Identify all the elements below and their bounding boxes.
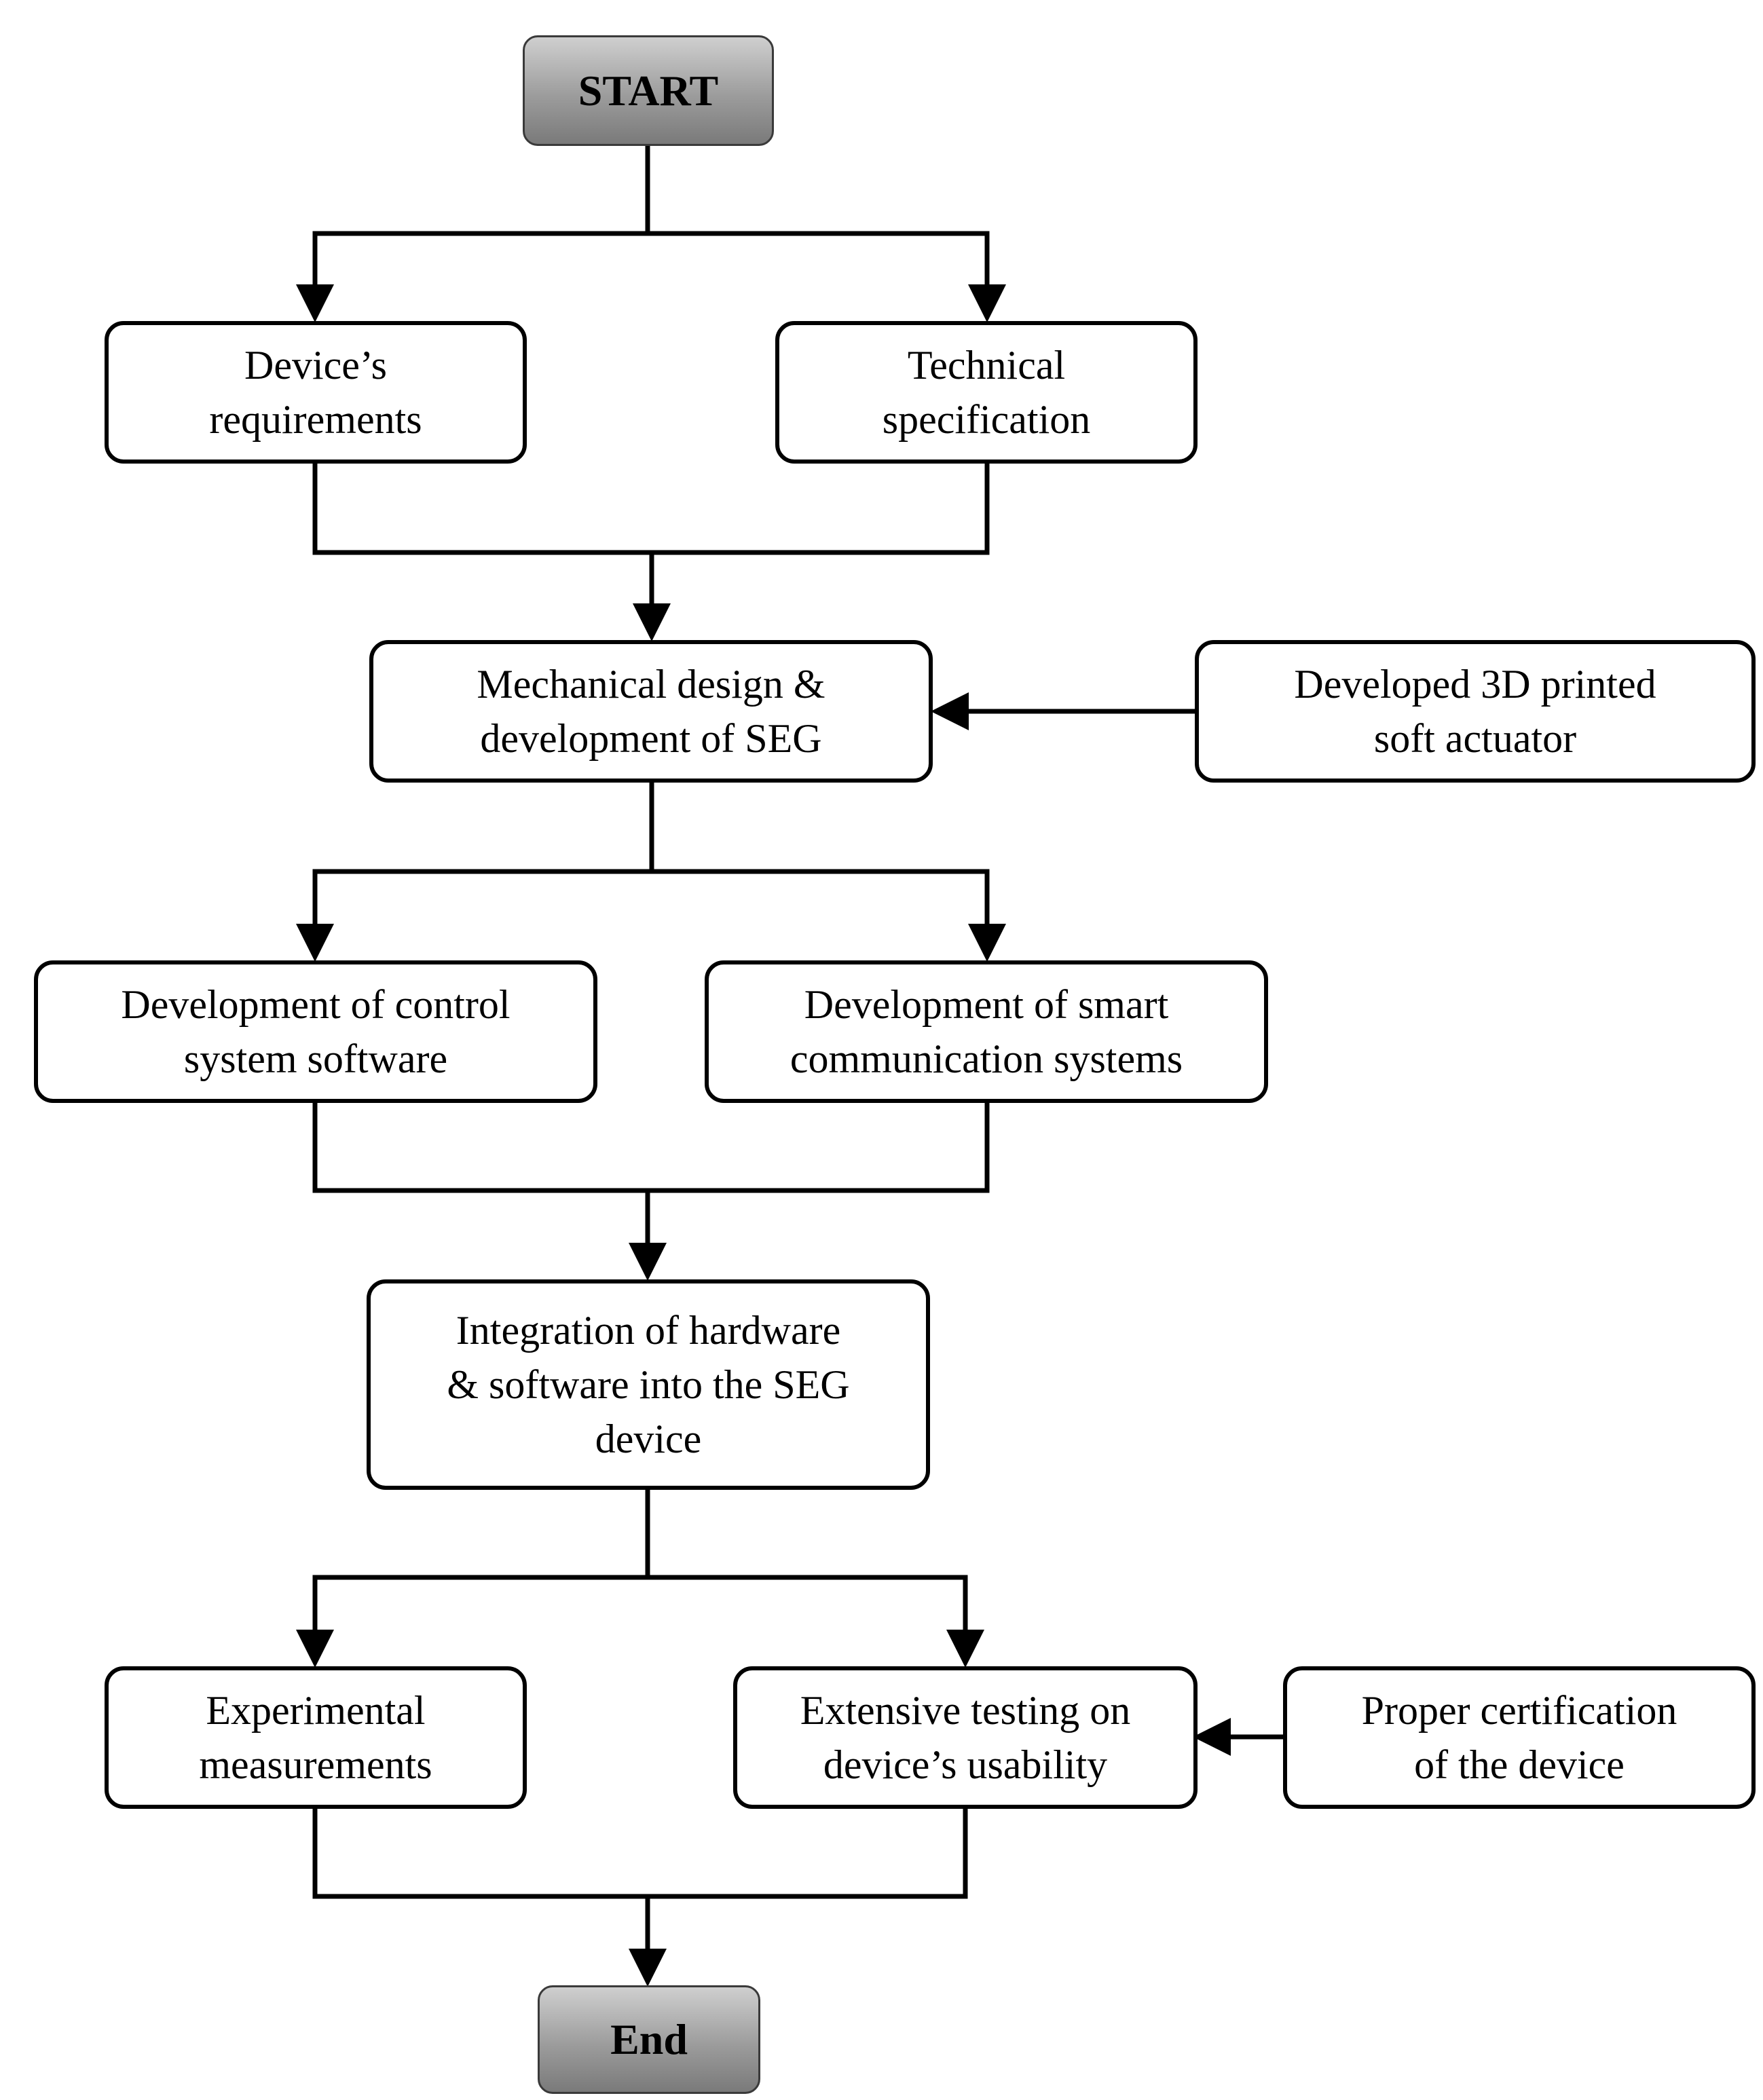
mechanical-design-node: Mechanical design & development of SEG (369, 640, 933, 783)
node-label-line: development of SEG (480, 716, 822, 761)
node-label-line: measurements (199, 1742, 432, 1787)
connector-to-control-software (296, 869, 652, 962)
node-label-line: device (595, 1417, 702, 1461)
connector-start-to-specification (648, 231, 1006, 322)
node-label-line: Extensive testing on (800, 1688, 1131, 1733)
node-label-line: requirements (209, 397, 422, 442)
node-label-line: & software into the SEG (447, 1362, 850, 1407)
node-label-line: Proper certification (1361, 1688, 1677, 1733)
node-label-line: device’s usability (823, 1742, 1108, 1787)
node-label-line: End (610, 2015, 688, 2063)
connector-to-extensive-testing (648, 1575, 984, 1668)
node-label-line: soft actuator (1373, 716, 1577, 761)
integration-node: Integration of hardware & software into t… (367, 1279, 930, 1490)
connector-software-merge (312, 1103, 990, 1193)
node-label-line: Device’s (244, 343, 387, 388)
node-label-line: START (578, 66, 719, 115)
node-label-line: Development of control (121, 982, 511, 1027)
control-software-node: Development of control system software (34, 960, 597, 1103)
node-label-line: Mechanical design & (477, 662, 825, 707)
node-label-line: Development of smart (804, 982, 1169, 1027)
node-label-line: Technical (907, 343, 1066, 388)
experimental-measurements-node: Experimental measurements (105, 1666, 527, 1809)
extensive-testing-node: Extensive testing on device’s usability (733, 1666, 1198, 1809)
node-label-line: of the device (1414, 1742, 1625, 1787)
connector-to-experimental (296, 1575, 648, 1668)
start-node: START (523, 35, 774, 146)
end-node: End (538, 1985, 760, 2094)
node-label-line: Integration of hardware (456, 1308, 841, 1353)
connector-to-smart-communication (652, 869, 1006, 962)
connector-start-to-requirements (296, 231, 648, 322)
certification-node: Proper certification of the device (1283, 1666, 1756, 1809)
connector-testing-merge (312, 1809, 968, 1899)
node-label-line: Experimental (206, 1688, 426, 1733)
node-label-line: specification (882, 397, 1091, 442)
smart-communication-node: Development of smart communication system… (705, 960, 1268, 1103)
node-label-line: communication systems (790, 1036, 1183, 1081)
devices-requirements-node: Device’s requirements (105, 321, 527, 464)
technical-specification-node: Technical specification (775, 321, 1198, 464)
node-label-line: Developed 3D printed (1294, 662, 1656, 707)
soft-actuator-node: Developed 3D printed soft actuator (1195, 640, 1756, 783)
node-label-line: system software (183, 1036, 448, 1081)
connector-requirements-merge (312, 464, 990, 555)
